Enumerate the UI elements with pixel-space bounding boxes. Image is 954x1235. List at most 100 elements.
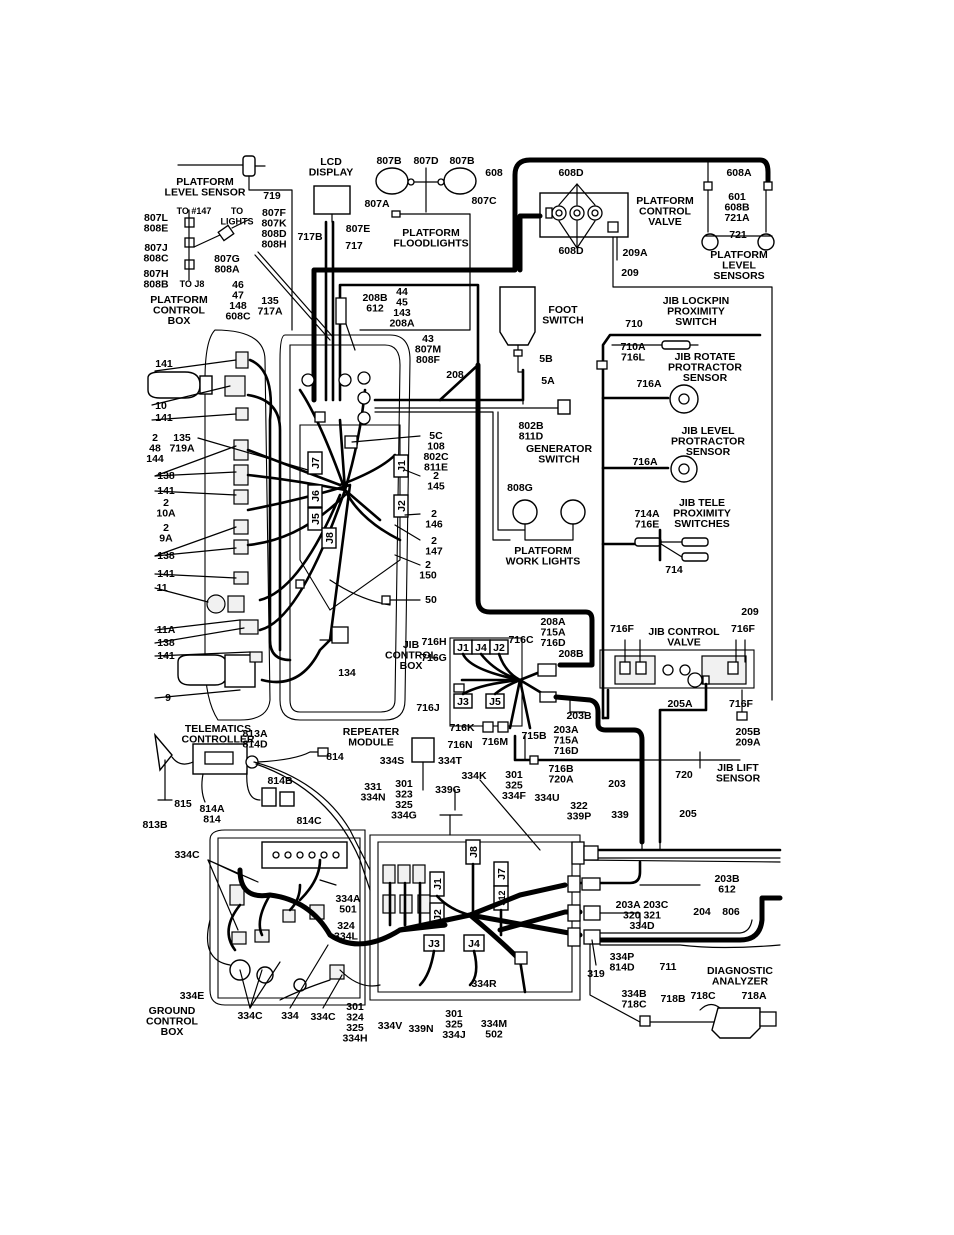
callout: 339	[611, 809, 629, 821]
callout: 203B	[566, 710, 592, 722]
callout: 204	[693, 906, 711, 918]
callout: 9	[165, 692, 171, 704]
callout: 716N	[447, 739, 472, 751]
callout: 205	[679, 808, 697, 820]
callout: 715B	[521, 730, 547, 742]
jib-box-j1: J1	[457, 642, 469, 654]
callout: 339G	[435, 784, 461, 796]
sensor-junction-left	[184, 209, 334, 341]
callout: 11A	[157, 624, 176, 636]
callout: 718B	[660, 993, 686, 1005]
jib-box-j2: J2	[493, 642, 505, 654]
callout: 716F	[731, 623, 756, 635]
jib-tele-switches	[634, 528, 709, 562]
callout: 807C	[471, 195, 497, 207]
platform-control-box: J7 J6 J5 J8 J1 J2	[147, 329, 411, 721]
ground-box-j7: J7	[496, 868, 508, 880]
callout: 11	[156, 582, 167, 594]
callout: 10	[155, 400, 167, 412]
telematics-controller	[153, 732, 371, 891]
callout: 716A	[636, 378, 662, 390]
callout: 807E	[346, 223, 371, 235]
ground-box-j2: J2	[432, 909, 444, 921]
callout: 334C	[237, 1010, 263, 1022]
wire-callouts: 719 717B 717 807B 807D 807B 807A 807C 80…	[142, 155, 767, 1045]
callout: 334U	[534, 792, 559, 804]
callout: 716A	[632, 456, 658, 468]
callout: 711	[660, 961, 677, 973]
callout: 721	[729, 229, 747, 241]
callout: 334K	[461, 770, 487, 782]
callout: 209	[621, 267, 639, 279]
callout: 334S	[380, 755, 405, 767]
callout: 718A	[741, 990, 767, 1002]
callout: 807B	[449, 155, 475, 167]
callout: 807D	[413, 155, 439, 167]
generator-switch	[374, 399, 571, 541]
callout: 608	[485, 167, 503, 179]
callout: 807A	[364, 198, 390, 210]
jib-box-j3: J3	[457, 696, 469, 708]
callout: 134	[338, 667, 356, 679]
callout: 806	[722, 906, 740, 918]
callout: 208B	[558, 648, 584, 660]
callout: 814B	[267, 775, 293, 787]
platform-box-j7: J7	[310, 457, 322, 469]
platform-box-j6: J6	[310, 490, 322, 502]
callout: 5B	[539, 353, 553, 365]
callout: 814	[326, 751, 344, 763]
callout: 710	[625, 318, 643, 330]
callout: 717	[345, 240, 363, 252]
callout: 334T	[438, 755, 463, 767]
callout: 138	[157, 637, 175, 649]
callout: 141	[155, 412, 173, 424]
jib-rotate-sensor	[669, 384, 699, 414]
leader-lines	[151, 359, 701, 1009]
jib-level-sensor	[670, 455, 698, 483]
platform-work-lights	[497, 411, 586, 541]
jib-lockpin-switch	[661, 340, 699, 350]
callout: 814C	[296, 815, 322, 827]
callout: 807B	[376, 155, 402, 167]
callout: 717B	[297, 231, 323, 243]
